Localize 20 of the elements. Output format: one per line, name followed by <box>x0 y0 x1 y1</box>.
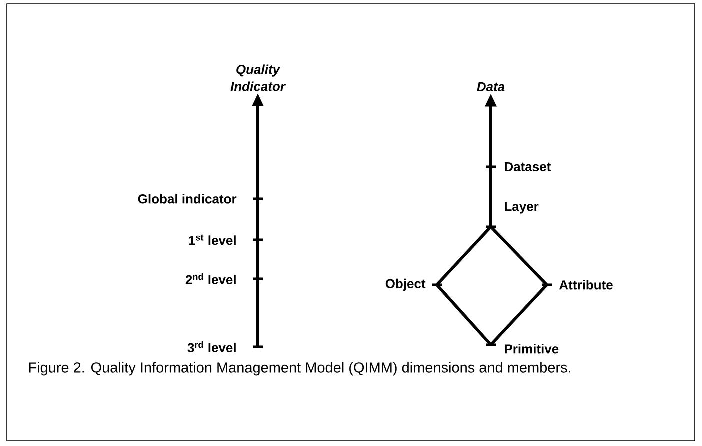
axis-label: Primitive <box>505 344 559 354</box>
axis-label: 2$^{nd}$ level <box>186 273 236 285</box>
axis-line <box>256 279 260 347</box>
axis-line <box>490 284 548 346</box>
axis-title: Data <box>477 82 505 92</box>
axis-line <box>256 199 260 240</box>
axis-label: Object <box>386 278 426 292</box>
axis-label: 1$^{st}$ level <box>189 234 236 246</box>
axis-label: Attribute <box>560 280 613 290</box>
axis-line <box>436 226 492 286</box>
axis-label: Dataset <box>505 162 551 172</box>
figure-caption: Figure 2. Quality Information Management Model (QIMM) dimensions and members. <box>29 362 570 376</box>
axis-label: 3$^{rd}$ level <box>188 341 236 353</box>
axis-label: Global indicator <box>138 194 237 204</box>
axis-line <box>256 240 260 279</box>
axis-line <box>490 167 492 227</box>
axis-label: Layer <box>505 202 539 214</box>
axis-title: Quality Indicator <box>230 64 286 92</box>
axis-line <box>490 226 548 286</box>
axis-line <box>436 284 492 346</box>
